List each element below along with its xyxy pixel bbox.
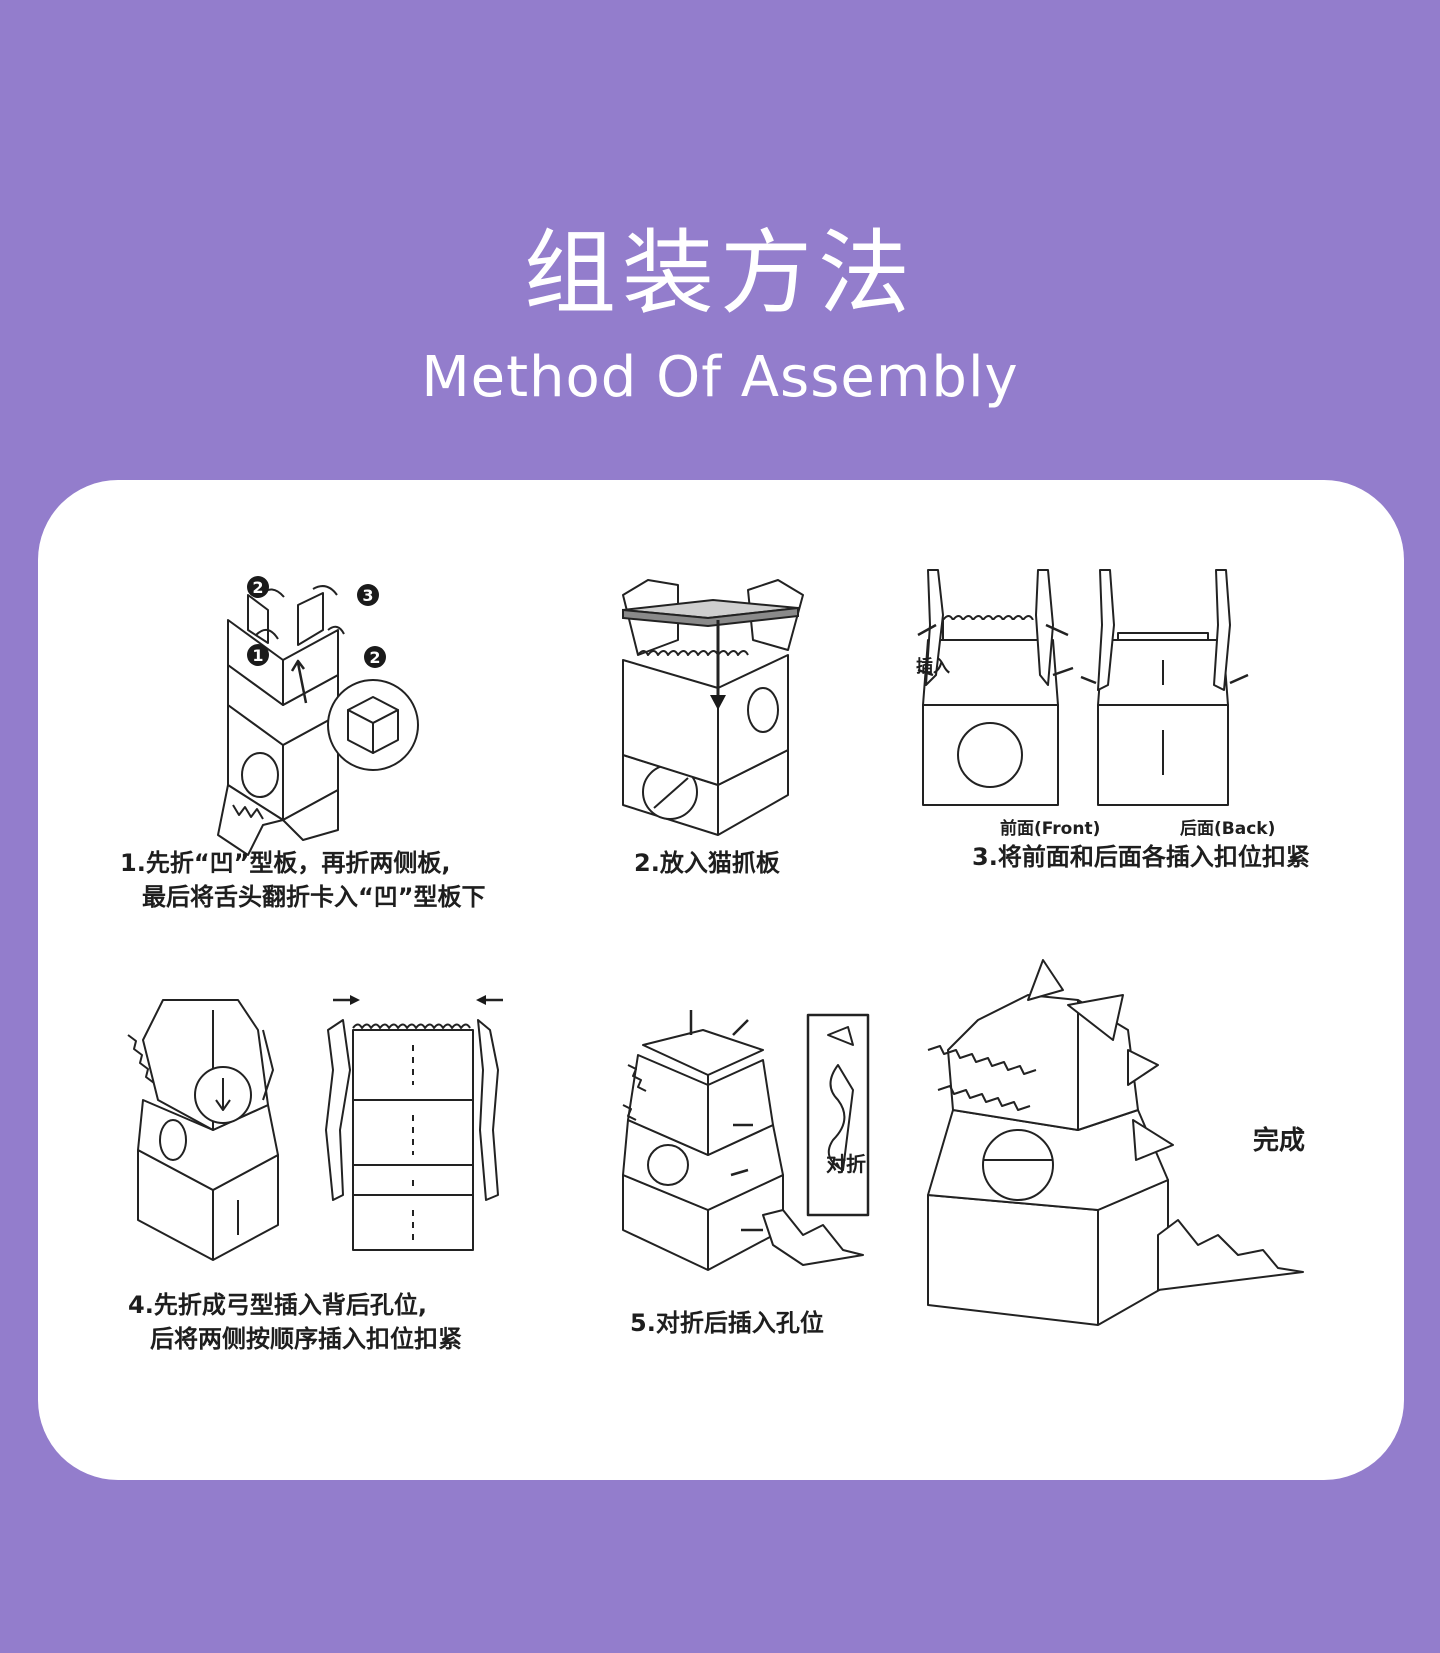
label-front: 前面(Front)	[1000, 819, 1101, 839]
step1-illustration: 2 3 1 2	[188, 576, 448, 865]
step1-text: 1.先折“凹”型板，再折两侧板, 最后将舌头翻折卡入“凹”型板下	[120, 849, 486, 911]
step3-illustration	[918, 565, 1248, 805]
step3-text: 3.将前面和后面各插入扣位扣紧	[972, 843, 1310, 871]
step4-illustration	[128, 995, 528, 1270]
page-title-en: Method Of Assembly	[421, 345, 1019, 410]
label-back: 后面(Back)	[1180, 819, 1276, 839]
label-insert: 插入	[916, 657, 950, 677]
completed-illustration	[918, 950, 1318, 1330]
step5-illustration	[613, 1005, 873, 1275]
step5-text: 5.对折后插入孔位	[630, 1309, 824, 1337]
marker-3: 3	[362, 586, 373, 605]
page-title-zh: 组装方法	[523, 220, 916, 327]
step2-text: 2.放入猫抓板	[634, 849, 780, 877]
step4-text: 4.先折成弓型插入背后孔位, 后将两侧按顺序插入扣位扣紧	[128, 1291, 462, 1353]
marker-2b: 2	[369, 648, 380, 667]
marker-1: 1	[252, 646, 263, 665]
marker-2a: 2	[252, 578, 263, 597]
label-fold-half: 对折	[826, 1152, 866, 1176]
step2-illustration	[618, 570, 828, 840]
label-done: 完成	[1253, 1126, 1306, 1156]
instructions-card: 2 3 1 2 插入 前面(Fr	[38, 480, 1404, 1480]
